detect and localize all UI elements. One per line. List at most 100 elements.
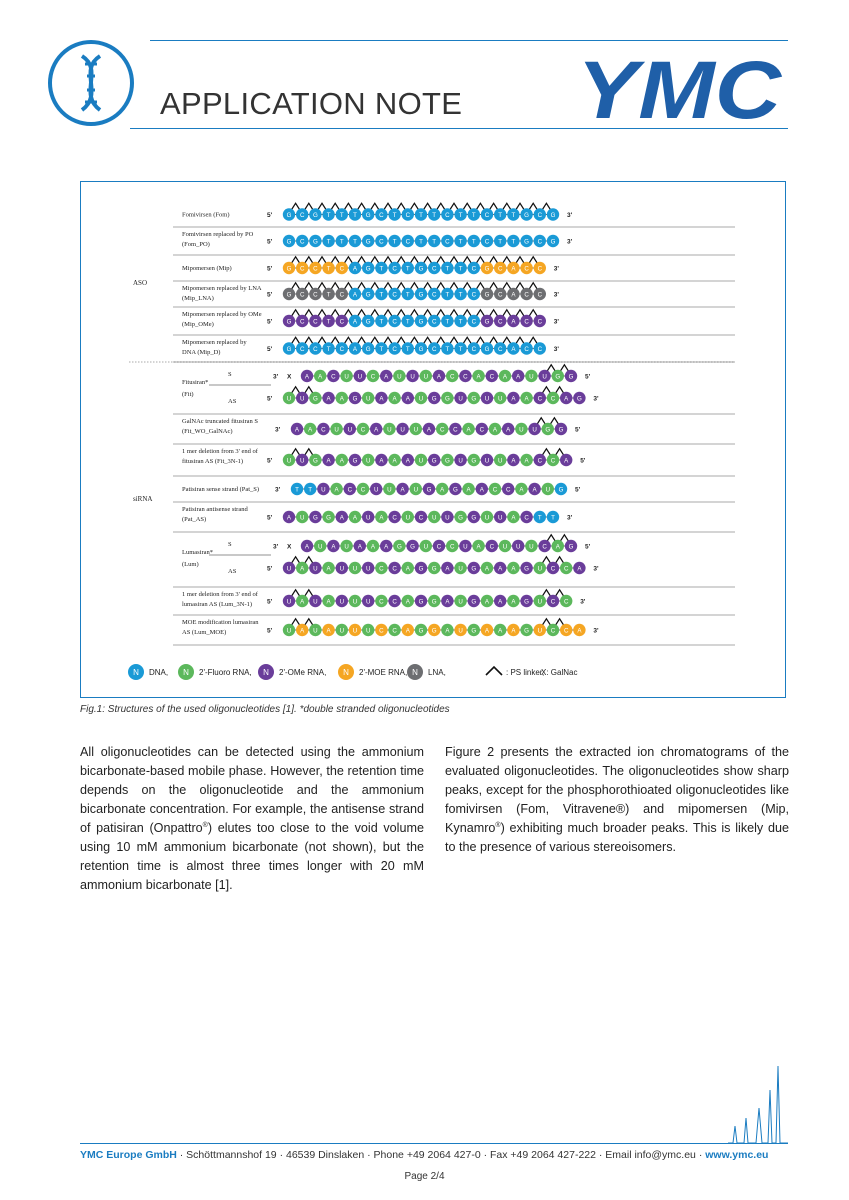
nucleotide-letter: G [551, 238, 556, 245]
nucleotide [375, 510, 388, 524]
nucleotide-letter: A [506, 426, 511, 433]
nucleotide [362, 208, 375, 221]
nucleotide-letter: G [485, 265, 490, 272]
ps-linker [448, 308, 460, 318]
nucleotide [441, 391, 454, 405]
nucleotide [322, 287, 335, 301]
nucleotide-letter: A [308, 426, 313, 433]
nucleotide-letter: A [511, 514, 516, 521]
nucleotide [494, 287, 507, 301]
nucleotide-letter: C [392, 565, 397, 572]
legend-label: LNA, [428, 668, 446, 677]
strand-end-label: 3' [593, 566, 599, 573]
ps-linker [475, 255, 486, 265]
nucleotide [485, 539, 498, 553]
nucleotide-letter: A [440, 486, 445, 493]
nucleotide [309, 510, 322, 524]
nucleotide [317, 422, 330, 436]
strand-end-label: 3' [275, 487, 281, 494]
ps-linker [382, 308, 394, 318]
nucleotide-letter: C [551, 565, 556, 572]
nucleotide-letter: U [334, 426, 338, 433]
nucleotide-letter: T [538, 514, 542, 521]
nucleotide [414, 287, 428, 301]
strand-end-label: 3' [593, 396, 599, 403]
nucleotide-letter: G [551, 212, 556, 219]
nucleotide-letter: A [305, 373, 310, 380]
nucleotide-letter: A [556, 543, 561, 550]
strand-end-label: 3' [580, 599, 586, 606]
nucleotide-letter: G [524, 627, 529, 634]
nucleotide [467, 510, 480, 524]
nucleotide [546, 623, 560, 637]
nucleotide-letter: U [366, 395, 370, 402]
nucleotide [296, 594, 309, 608]
nucleotide [441, 510, 454, 524]
nucleotide-letter: C [313, 346, 318, 353]
nucleotide [554, 422, 568, 436]
nucleotide-letter: U [366, 457, 370, 464]
nucleotide [356, 422, 370, 436]
ps-linker [435, 281, 446, 291]
nucleotide [533, 623, 546, 637]
nucleotide-letter: C [445, 212, 450, 219]
nucleotide-letter: C [371, 373, 376, 380]
strand-end-label: 5' [267, 346, 273, 353]
strand-end-label: 3' [554, 292, 560, 299]
nucleotide [375, 287, 388, 301]
nucleotide-letter: T [380, 265, 384, 272]
nucleotide-letter: A [353, 514, 358, 521]
ps-linker [290, 555, 301, 565]
nucleotide [480, 391, 494, 405]
nucleotide-letter: U [519, 426, 523, 433]
nucleotide [533, 510, 546, 524]
nucleotide [401, 391, 414, 405]
ps-linker [303, 617, 314, 627]
nucleotide-letter: U [400, 426, 404, 433]
nucleotide-letter: C [490, 373, 495, 380]
nucleotide-letter: A [327, 598, 332, 605]
legend-swatch [128, 664, 144, 680]
nucleotide [441, 594, 454, 608]
nucleotide-letter: U [516, 543, 520, 550]
nucleotide [348, 261, 362, 275]
nucleotide-letter: T [551, 514, 555, 521]
oligo-name: MOE modification lumasiran [182, 619, 259, 626]
nucleotide-letter: C [542, 543, 547, 550]
nucleotide [520, 314, 533, 328]
body-column-1: All oligonucleotides can be detected usi… [80, 743, 424, 895]
nucleotide [467, 391, 480, 405]
nucleotide [560, 623, 573, 637]
nucleotide-letter: A [519, 486, 524, 493]
nucleotide [353, 369, 366, 383]
nucleotide [348, 234, 362, 248]
nucleotide-letter: C [472, 265, 477, 272]
nucleotide [428, 261, 441, 275]
nucleotide [343, 422, 356, 436]
nucleotide [296, 453, 309, 467]
nucleotide [375, 391, 388, 405]
strand-end-label: 5' [267, 628, 273, 635]
nucleotide [454, 391, 467, 405]
nucleotide-letter: C [564, 627, 569, 634]
ps-linker [303, 202, 314, 211]
strand-end-label: 3' [554, 346, 560, 353]
nucleotide-letter: U [485, 457, 489, 464]
nucleotide [401, 342, 414, 355]
nucleotide-letter: C [313, 291, 318, 298]
oligo-name: (Lum) [182, 561, 199, 568]
nucleotide-letter: A [445, 598, 450, 605]
nucleotide [480, 261, 494, 275]
nucleotide-letter: A [427, 426, 432, 433]
footer-website-link[interactable]: www.ymc.eu [705, 1149, 769, 1161]
nucleotide-letter: G [524, 598, 529, 605]
legend-swatch [258, 664, 274, 680]
nucleotide-letter: A [327, 395, 332, 402]
nucleotide-letter: C [379, 598, 384, 605]
ps-linker [316, 336, 328, 345]
nucleotide-letter: C [538, 212, 543, 219]
nucleotide-letter: G [453, 486, 458, 493]
nucleotide [375, 594, 388, 608]
nucleotide-letter: G [419, 565, 424, 572]
oligo-name: Mipomersen replaced by LNA [182, 285, 262, 292]
